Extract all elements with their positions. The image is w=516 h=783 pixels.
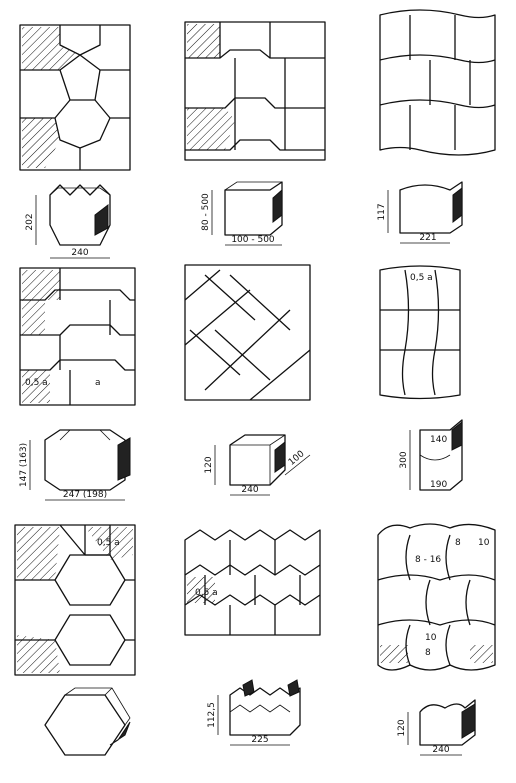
pattern-2-1: 0,5 a a	[19, 267, 136, 406]
dim-half-a: 0,5 a	[195, 588, 218, 598]
dim-height: 147 (163)	[19, 443, 29, 487]
hatched-area	[85, 527, 133, 560]
pattern-3-2: 0,5 a	[184, 529, 321, 636]
dim-width: 225	[251, 735, 268, 745]
dim-width: 240	[71, 248, 88, 258]
block-2-1: 147 (163) 247 (198)	[19, 429, 131, 501]
dim-label: 8 - 16	[415, 555, 441, 565]
dim-height: 117	[377, 203, 387, 220]
hatched-area	[380, 645, 408, 663]
hatched-area	[187, 24, 220, 58]
dim-height: 202	[25, 213, 35, 230]
pattern-2-3: 0,5 a	[379, 265, 461, 400]
block-1-1: 202 240	[25, 184, 111, 259]
block-3-2: 112,5 225	[207, 679, 301, 746]
dim-width: 247 (198)	[63, 490, 107, 500]
block-2-2: 120 100 240	[204, 434, 311, 496]
dim-height: 80 - 500	[201, 193, 211, 231]
dim-height: 300	[399, 451, 409, 468]
dim-label: 10	[425, 633, 437, 643]
dim-depth: 100	[287, 449, 307, 468]
hatched-area	[17, 527, 60, 580]
hatched-area	[22, 27, 80, 70]
hatched-area	[22, 370, 50, 403]
block-1-3: 117 221	[377, 181, 463, 244]
pattern-3-3: 8 10 8 - 16 10 8	[377, 523, 496, 671]
dim-label: 8	[455, 538, 461, 548]
dim-width: 240	[432, 745, 449, 755]
dim-half-a: 0,5 a	[97, 538, 120, 548]
pattern-3-1: 0,5 a	[14, 524, 136, 676]
dim-height: 112,5	[207, 702, 217, 728]
block-3-3: 120 240	[397, 699, 476, 756]
dim-width: 240	[241, 485, 258, 495]
block-3-1	[44, 687, 131, 756]
hatched-area	[187, 108, 235, 150]
hatched-area	[187, 577, 215, 603]
dim-height: 120	[397, 719, 407, 736]
hatched-area	[470, 645, 493, 663]
dim-half-a: 0,5 a	[410, 273, 433, 283]
pattern-1-3	[379, 9, 496, 156]
dim-bottom: 190	[430, 480, 447, 490]
dim-height: 120	[204, 456, 214, 473]
dim-a: a	[95, 378, 101, 388]
dim-label: 10	[478, 538, 490, 548]
hatched-area	[22, 270, 60, 335]
dim-half-a: 0,5 a	[25, 378, 48, 388]
dim-width: 221	[419, 233, 436, 243]
dim-label: 8	[425, 648, 431, 658]
dim-top: 140	[430, 435, 447, 445]
pattern-1-1	[19, 24, 131, 171]
pattern-1-2	[184, 21, 326, 161]
pattern-2-2	[184, 264, 311, 401]
hatched-area	[17, 635, 60, 673]
block-2-3: 300 140 190	[399, 419, 463, 491]
dim-width: 100 - 500	[231, 235, 275, 245]
block-1-2: 80 - 500 100 - 500	[201, 181, 283, 246]
hatched-area	[22, 118, 60, 168]
